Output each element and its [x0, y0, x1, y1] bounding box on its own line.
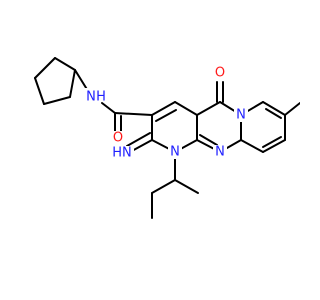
amide-n-label-mask	[85, 88, 107, 102]
bond-c9-c10-double	[262, 136, 282, 148]
bond-c4a-c5	[196, 101, 221, 116]
bond-c3-c4	[151, 101, 176, 116]
bond-cp-nh	[74, 69, 89, 92]
imine-nh-label: HN	[112, 146, 132, 161]
bond-c3-c4-double	[155, 109, 177, 122]
bond-camide-c3	[114, 112, 153, 116]
bond-cp-1	[34, 57, 56, 79]
bond-n11-c10a-double	[199, 134, 218, 146]
bond-c7-c8	[262, 101, 286, 116]
bond-c8-methyl	[284, 102, 300, 116]
bond-cp-5	[34, 77, 45, 105]
bond-c2-imine-double	[126, 132, 151, 147]
bond-c7-c8-double	[265, 108, 282, 119]
bond-cp-4	[43, 96, 71, 105]
bond-cp-3	[69, 69, 76, 98]
bond-lines	[34, 57, 300, 219]
bond-c9-c10	[262, 139, 286, 153]
amide-oxygen-label: O	[113, 131, 123, 146]
ring-nitrogen-3-label: N	[236, 108, 246, 123]
ring-nitrogen-1-label: N	[170, 145, 180, 160]
ketone-oxygen-label: O	[215, 66, 225, 81]
molecule-structure: N H O O HN N N N	[34, 57, 300, 219]
ring-nitrogen-2-label: N	[215, 145, 225, 160]
ring-n1-label-mask	[168, 145, 182, 159]
atom-labels: N H O O HN N N N	[85, 66, 248, 161]
bond-ch-ch2	[151, 179, 176, 194]
ketone-o-label-mask	[213, 66, 227, 80]
amide-hydrogen-label: H	[96, 90, 106, 105]
bond-cp-2	[54, 57, 76, 71]
amide-nitrogen-label: N	[86, 90, 96, 105]
bond-c4-c4a	[174, 101, 198, 116]
ring-n3-label-mask	[234, 108, 248, 122]
bond-c10-c11a	[240, 139, 264, 153]
amide-o-label-mask	[111, 131, 125, 145]
imine-label-mask	[112, 146, 134, 160]
bond-ch-methyl	[174, 179, 199, 194]
ring-n2-label-mask	[213, 145, 227, 159]
bond-nh-camide	[101, 102, 116, 114]
